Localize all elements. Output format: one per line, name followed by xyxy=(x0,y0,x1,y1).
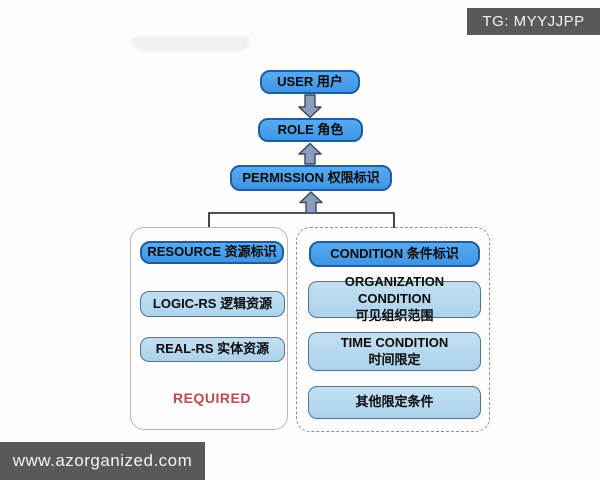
organization-condition-node: ORGANIZATION CONDITION 可见组织范围 xyxy=(308,274,481,323)
organization-condition-line2: 可见组织范围 xyxy=(355,307,434,323)
watermark-smudge xyxy=(132,37,250,51)
website-badge: www.azorganized.com xyxy=(0,442,205,480)
arrow-permission-to-role xyxy=(298,142,322,165)
permission-node: PERMISSION 权限标识 xyxy=(230,165,392,191)
time-condition-node: TIME CONDITION 时间限定 xyxy=(308,332,481,371)
organization-condition-line1: ORGANIZATION CONDITION xyxy=(344,274,445,307)
role-node: ROLE 角色 xyxy=(258,118,363,142)
real-rs-node: REAL-RS 实体资源 xyxy=(140,337,285,362)
time-condition-line1: TIME CONDITION xyxy=(340,334,449,350)
arrow-groups-to-permission xyxy=(299,191,323,214)
group-bracket-line xyxy=(208,212,395,228)
required-label: REQUIRED xyxy=(173,390,251,406)
user-node: USER 用户 xyxy=(260,70,360,94)
telegram-badge: TG: MYYJJPP xyxy=(467,8,600,35)
other-condition-node: 其他限定条件 xyxy=(308,386,481,419)
condition-group-container xyxy=(296,227,490,432)
logic-rs-node: LOGIC-RS 逻辑资源 xyxy=(140,291,285,317)
arrow-user-to-role xyxy=(298,94,322,119)
condition-node: CONDITION 条件标识 xyxy=(309,241,480,267)
time-condition-line2: 时间限定 xyxy=(368,351,421,367)
resource-node: RESOURCE 资源标识 xyxy=(140,241,284,264)
